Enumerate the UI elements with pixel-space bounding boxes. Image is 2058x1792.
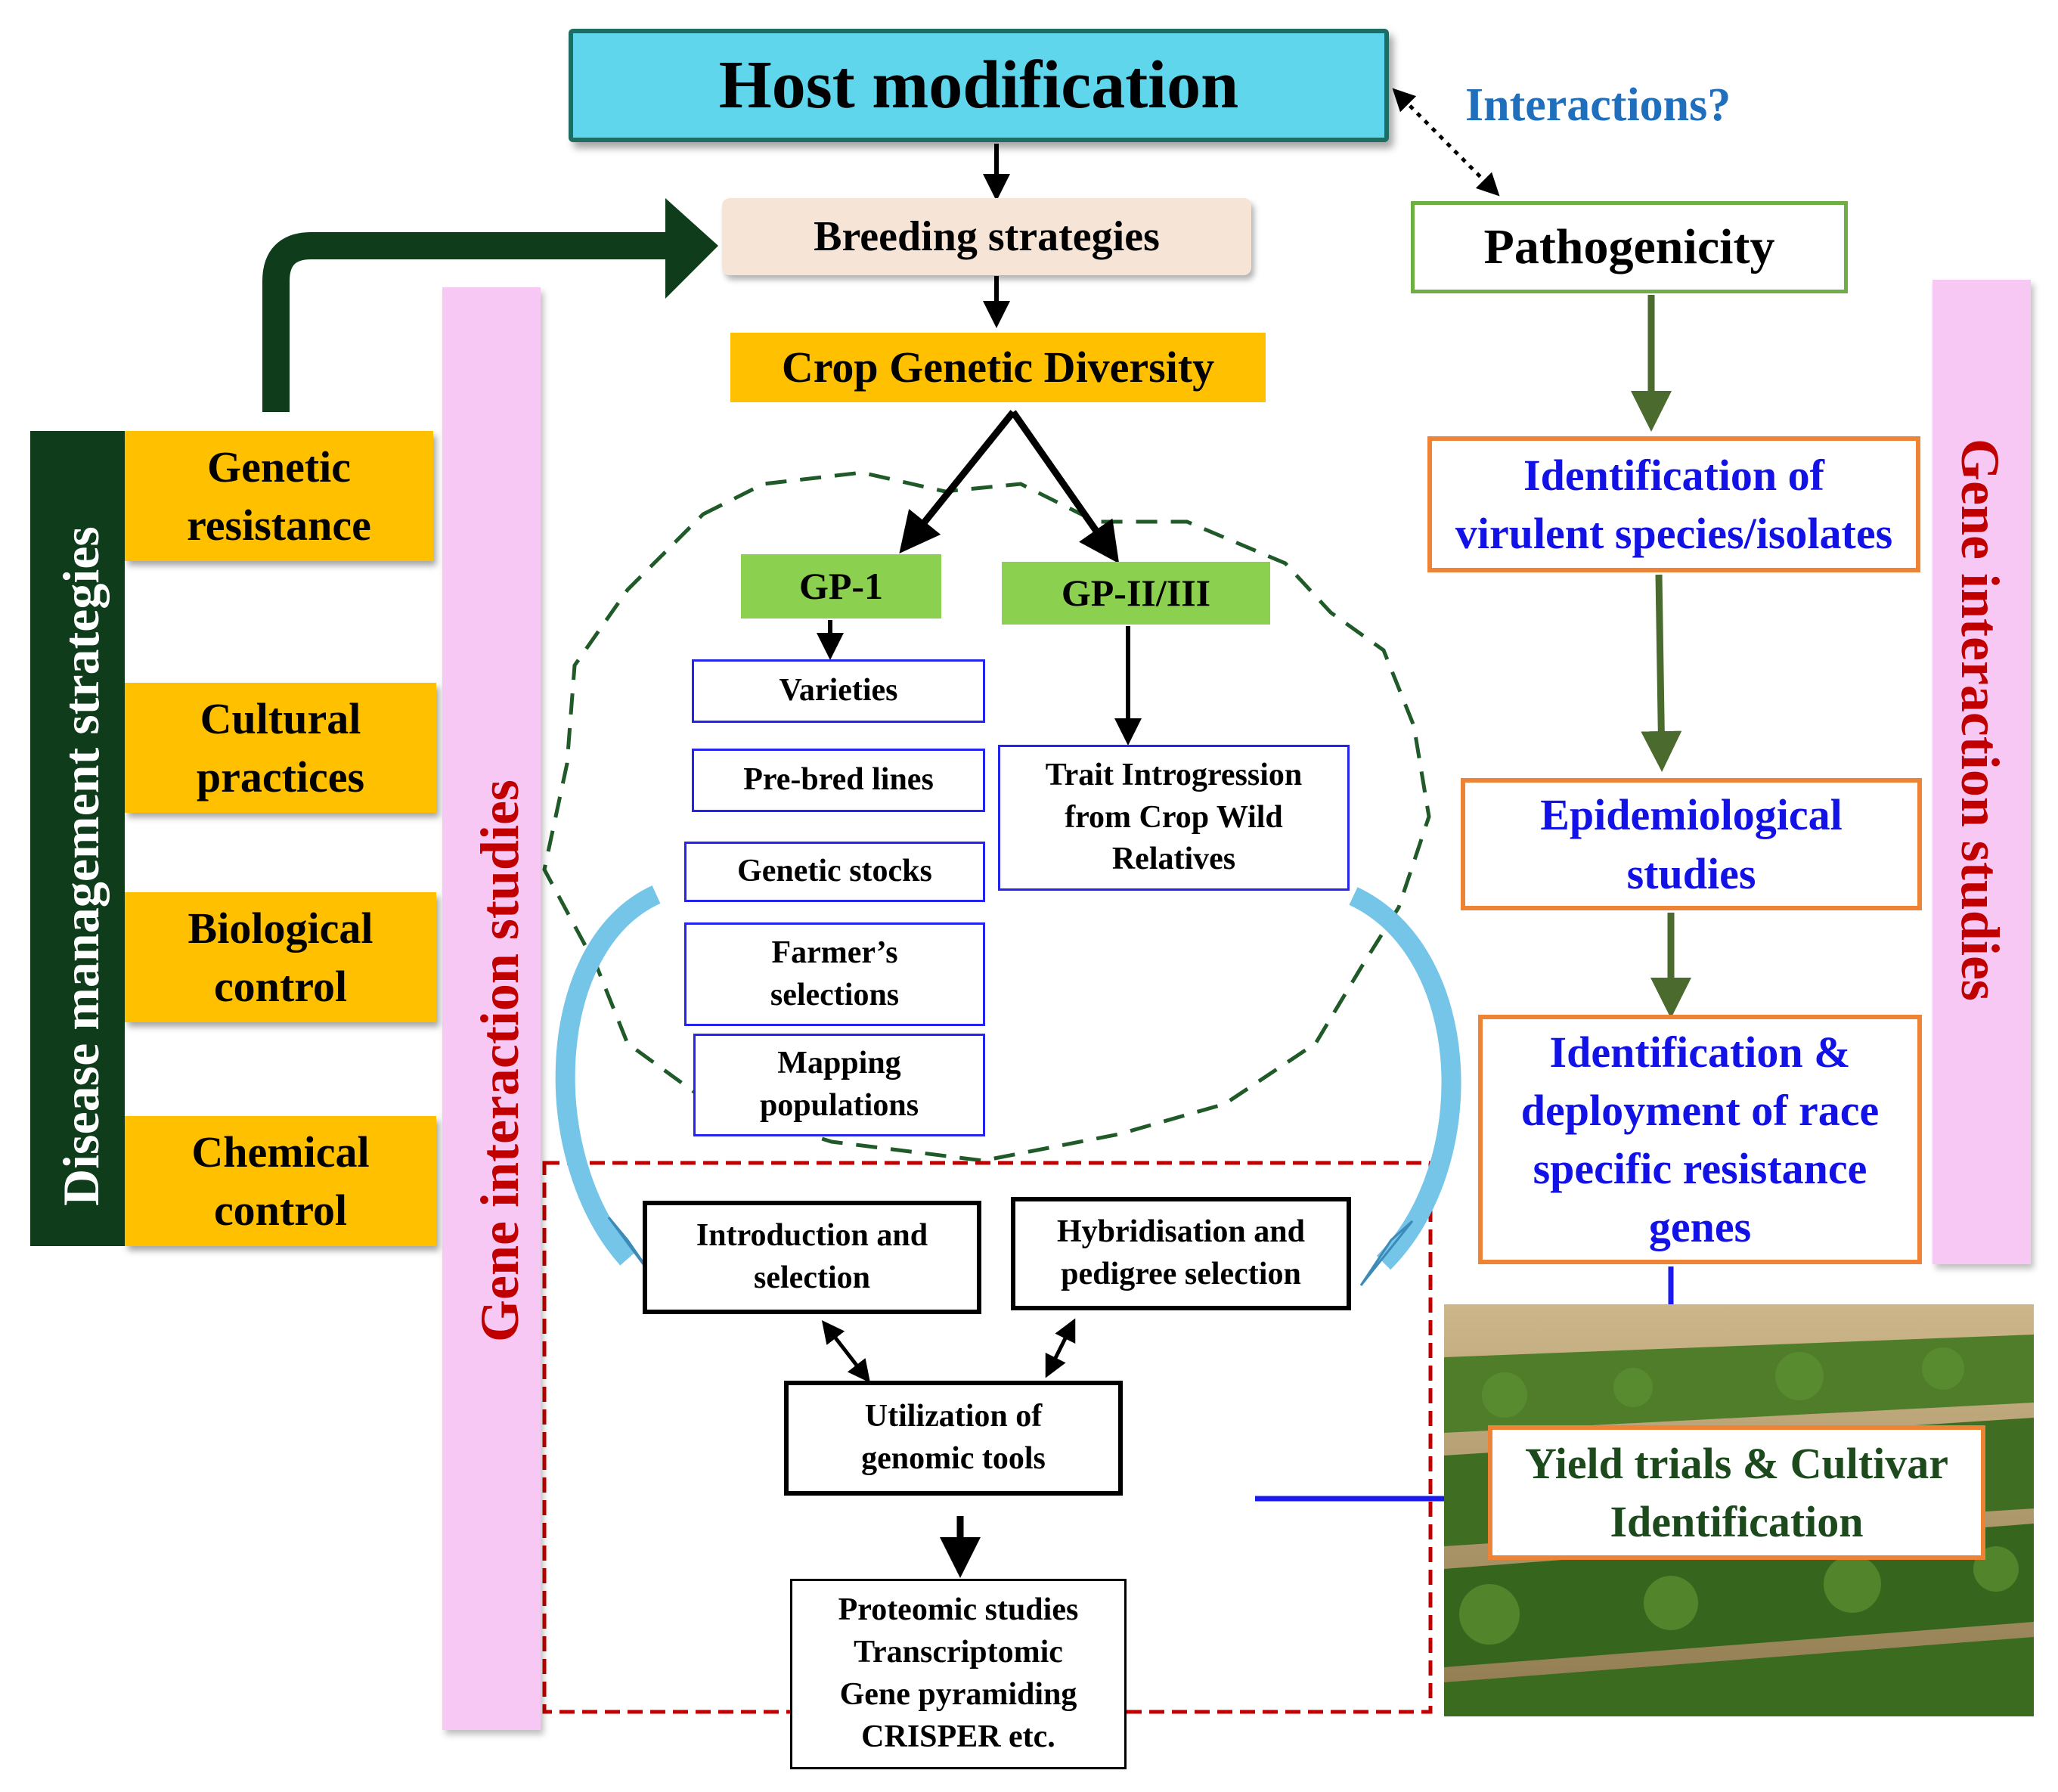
interactions-label: Interactions? — [1465, 79, 1731, 131]
strategy-to-breeding-arrow — [262, 232, 665, 412]
crop-genetic-diversity-box: Crop Genetic Diversity — [730, 333, 1266, 402]
gene-interaction-bar-right — [1932, 280, 2031, 1264]
mapping-populations-box: Mapping populations — [693, 1034, 985, 1136]
yield-trials-box: Yield trials & Cultivar Identification — [1488, 1425, 1985, 1560]
varieties-box: Varieties — [692, 659, 985, 723]
disease-management-bar — [30, 431, 125, 1246]
gene-interaction-label-left: Gene interaction studies — [470, 780, 530, 1342]
left-curved-arrow — [555, 885, 661, 1266]
pathogenicity-box: Pathogenicity — [1411, 201, 1848, 293]
gene-pool-cloud — [542, 470, 1431, 1163]
gp23-box: GP-II/III — [1002, 562, 1270, 625]
gp1-box: GP-1 — [741, 554, 941, 619]
trait-introgression-box: Trait Introgression from Crop Wild Relat… — [998, 745, 1350, 891]
chemical-control-box: Chemical control — [125, 1116, 436, 1246]
host-modification-title: Host modification — [569, 29, 1389, 142]
hybridisation-pedigree-box: Hybridisation and pedigree selection — [1011, 1197, 1351, 1310]
omics-line-3: Gene pyramiding — [839, 1677, 1077, 1712]
biological-control-box: Biological control — [125, 892, 436, 1022]
farmers-selections-box: Farmer’s selections — [684, 922, 985, 1026]
omics-box: Proteomic studies Transcriptomic Gene py… — [790, 1579, 1127, 1769]
omics-line-1: Proteomic studies — [838, 1592, 1079, 1628]
epidemiological-box: Epidemiological studies — [1461, 778, 1922, 910]
disease-management-label: Disease management strategies — [52, 526, 110, 1206]
right-curved-arrow — [1349, 887, 1461, 1270]
race-specific-genes-box: Identification & deployment of race spec… — [1478, 1015, 1922, 1264]
gene-interaction-label-right: Gene interaction studies — [1950, 439, 2010, 1001]
genetic-stocks-box: Genetic stocks — [684, 842, 985, 902]
omics-line-2: Transcriptomic — [854, 1635, 1063, 1670]
gene-interaction-bar-left — [442, 287, 541, 1730]
cultural-practices-box: Cultural practices — [125, 683, 436, 813]
omics-line-4: CRISPER etc. — [861, 1719, 1055, 1754]
virulent-isolates-box: Identification of virulent species/isola… — [1427, 436, 1920, 572]
genetic-resistance-box: Genetic resistance — [125, 431, 433, 561]
genomic-region-frame — [542, 1161, 1433, 1714]
breeding-strategies-box: Breeding strategies — [722, 198, 1251, 275]
genomic-tools-box: Utilization of genomic tools — [784, 1381, 1123, 1496]
introduction-selection-box: Introduction and selection — [643, 1201, 981, 1314]
pre-bred-lines-box: Pre-bred lines — [692, 749, 985, 812]
